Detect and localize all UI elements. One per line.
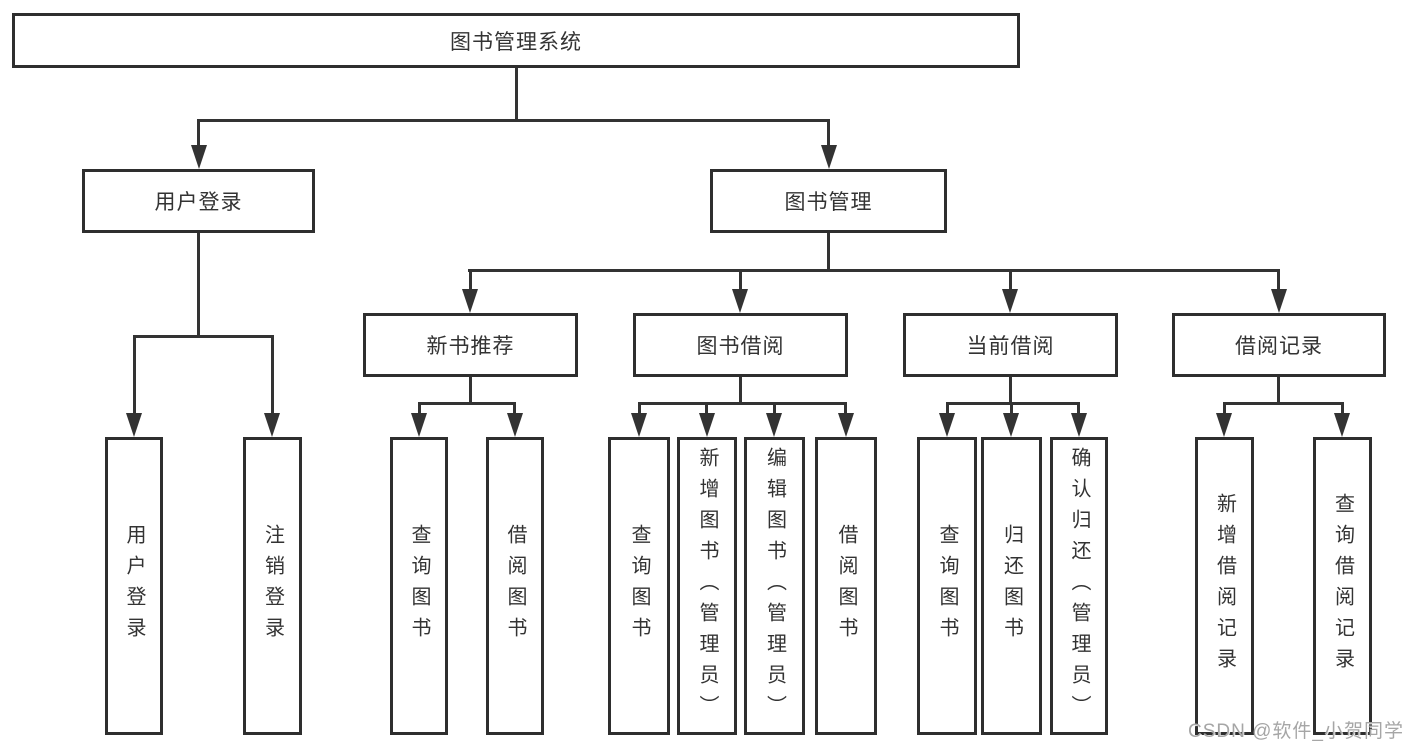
- connector-line: [1277, 377, 1280, 405]
- connector-line: [827, 233, 830, 271]
- connector-line: [705, 402, 708, 415]
- arrow-down-icon: [507, 413, 523, 437]
- node-root-label: 图书管理系统: [450, 30, 582, 54]
- arrow-down-icon: [1216, 413, 1232, 437]
- leaf-query-books-borrow-label: 查询图书: [628, 524, 650, 648]
- leaf-borrow-books-recommend-label: 借阅图书: [504, 524, 526, 648]
- connector-line: [418, 402, 516, 405]
- arrow-down-icon: [939, 413, 955, 437]
- arrow-down-icon: [462, 289, 478, 313]
- leaf-confirm-return-admin-label: 确认归还（管理员）: [1068, 446, 1090, 726]
- leaf-add-book-admin-label: 新增图书（管理员）: [696, 446, 718, 726]
- node-current-borrow: 当前借阅: [903, 313, 1118, 377]
- connector-line: [773, 402, 776, 415]
- leaf-query-books-recommend: 查询图书: [390, 437, 448, 735]
- arrow-down-icon: [1003, 413, 1019, 437]
- leaf-return-books-label: 归还图书: [1000, 524, 1023, 648]
- connector-line: [739, 377, 742, 405]
- leaf-confirm-return-admin: 确认归还（管理员）: [1050, 437, 1108, 735]
- leaf-borrow-books: 借阅图书: [815, 437, 877, 735]
- node-user-login: 用户登录: [82, 169, 315, 233]
- connector-line: [197, 119, 200, 149]
- leaf-edit-book-admin: 编辑图书（管理员）: [744, 437, 805, 735]
- arrow-down-icon: [631, 413, 647, 437]
- connector-line: [133, 335, 274, 338]
- connector-line: [1077, 402, 1080, 415]
- leaf-query-books-current: 查询图书: [917, 437, 977, 735]
- arrow-down-icon: [1334, 413, 1350, 437]
- arrow-down-icon: [126, 413, 142, 437]
- connector-line: [468, 269, 1280, 272]
- leaf-logout-label: 注销登录: [261, 524, 284, 648]
- arrow-down-icon: [1002, 289, 1018, 313]
- leaf-query-borrow-record: 查询借阅记录: [1313, 437, 1372, 735]
- leaf-user-login: 用户登录: [105, 437, 163, 735]
- leaf-logout: 注销登录: [243, 437, 302, 735]
- connector-line: [638, 402, 846, 405]
- connector-line: [1341, 402, 1344, 415]
- node-book-borrow: 图书借阅: [633, 313, 848, 377]
- node-book-management: 图书管理: [710, 169, 947, 233]
- leaf-edit-book-admin-label: 编辑图书（管理员）: [763, 446, 786, 726]
- arrow-down-icon: [1271, 289, 1287, 313]
- connector-line: [469, 377, 472, 405]
- connector-line: [197, 119, 830, 122]
- arrow-down-icon: [699, 413, 715, 437]
- arrow-down-icon: [821, 145, 837, 169]
- arrow-down-icon: [1071, 413, 1087, 437]
- connector-line: [418, 402, 421, 415]
- arrow-down-icon: [838, 413, 854, 437]
- node-current-borrow-label: 当前借阅: [966, 335, 1055, 358]
- leaf-add-borrow-record-label: 新增借阅记录: [1213, 493, 1236, 679]
- connector-line: [1223, 402, 1343, 405]
- node-book-borrow-label: 图书借阅: [696, 335, 785, 358]
- node-new-book-recommend: 新书推荐: [363, 313, 578, 377]
- connector-line: [133, 335, 136, 415]
- node-book-management-label: 图书管理: [784, 191, 873, 214]
- connector-line: [469, 269, 472, 291]
- node-root: 图书管理系统: [12, 13, 1020, 68]
- node-borrow-records-label: 借阅记录: [1235, 335, 1323, 358]
- connector-line: [271, 335, 274, 415]
- leaf-user-login-label: 用户登录: [123, 524, 145, 648]
- csdn-watermark: CSDN @软件_小贺同学: [1188, 721, 1404, 742]
- arrow-down-icon: [411, 413, 427, 437]
- leaf-borrow-books-label: 借阅图书: [835, 524, 857, 648]
- connector-line: [197, 233, 200, 337]
- connector-line: [638, 402, 641, 415]
- connector-line: [739, 269, 742, 291]
- connector-line: [513, 402, 516, 415]
- leaf-return-books: 归还图书: [981, 437, 1042, 735]
- node-new-book-recommend-label: 新书推荐: [426, 335, 515, 358]
- leaf-borrow-books-recommend: 借阅图书: [486, 437, 544, 735]
- leaf-add-borrow-record: 新增借阅记录: [1195, 437, 1254, 735]
- connector-line: [1277, 269, 1280, 291]
- arrow-down-icon: [766, 413, 782, 437]
- leaf-add-book-admin: 新增图书（管理员）: [677, 437, 737, 735]
- connector-line: [1223, 402, 1226, 415]
- arrow-down-icon: [191, 145, 207, 169]
- node-borrow-records: 借阅记录: [1172, 313, 1386, 377]
- connector-line: [844, 402, 847, 415]
- leaf-query-books-current-label: 查询图书: [936, 524, 958, 648]
- connector-line: [946, 402, 949, 415]
- connector-line: [827, 119, 830, 149]
- leaf-query-books-recommend-label: 查询图书: [408, 524, 430, 648]
- arrow-down-icon: [732, 289, 748, 313]
- connector-line: [1009, 269, 1012, 291]
- connector-line: [515, 68, 518, 121]
- node-user-login-label: 用户登录: [154, 191, 243, 214]
- connector-line: [1010, 402, 1013, 415]
- leaf-query-books-borrow: 查询图书: [608, 437, 670, 735]
- leaf-query-borrow-record-label: 查询借阅记录: [1331, 493, 1354, 679]
- arrow-down-icon: [264, 413, 280, 437]
- connector-line: [1009, 377, 1012, 405]
